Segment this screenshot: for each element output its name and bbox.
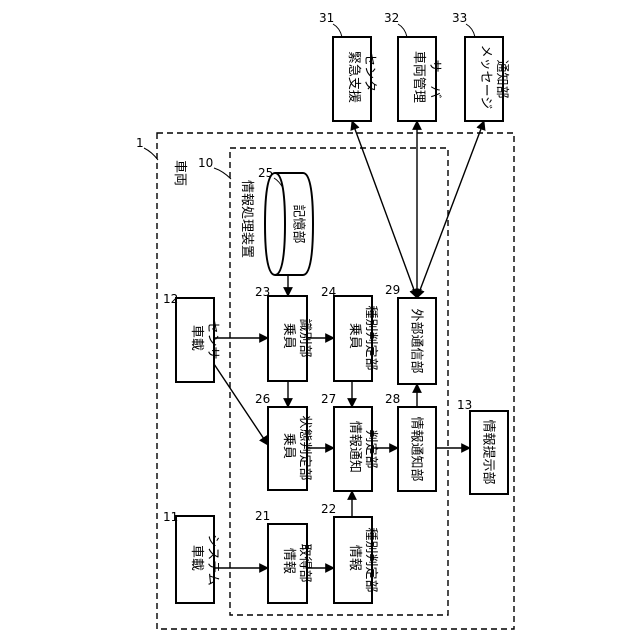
info-notify-label: 情報通知部 <box>408 416 424 481</box>
storage-label: 記憶部 <box>290 204 306 243</box>
vehicle-system-label-line2: システム <box>205 534 220 586</box>
ref-emergency-center-leader <box>333 24 342 37</box>
ext-comm-label: 外部通信部 <box>408 308 423 373</box>
occupant-id-block: 乗員 識別部 <box>268 296 312 381</box>
ref-occupant-type: 24 <box>321 285 336 299</box>
emergency-center-label-line2: センター <box>362 53 377 105</box>
info-presentation-label: 情報提示部 <box>480 419 496 484</box>
ref-device-leader <box>214 168 231 179</box>
fleet-server-label-line1: 車両管理 <box>411 51 426 103</box>
ref-info-type: 22 <box>321 502 336 516</box>
ref-vehicle-system: 11 <box>163 510 178 524</box>
vehicle-label: 車両 <box>172 160 187 186</box>
occupant-id-label-line2: 識別部 <box>297 318 312 357</box>
info-notify-block: 情報通知部 <box>398 407 436 491</box>
ref-message-notify-leader <box>466 24 475 37</box>
emergency-center-block: 緊急支援 センター <box>333 37 377 121</box>
emergency-center-label-line1: 緊急支援 <box>346 51 361 103</box>
storage-block: 記憶部 <box>265 173 313 275</box>
vehicle-sensor-block: 車載 センサ <box>176 298 220 382</box>
ref-occupant-id: 23 <box>255 285 270 299</box>
vehicle-system-label-line1: 車載 <box>189 545 204 571</box>
info-type-block: 情報 種別判定部 <box>334 517 379 603</box>
ref-vehicle-sensor: 12 <box>163 292 178 306</box>
ref-notify-judgment: 27 <box>321 392 336 406</box>
ref-fleet-server-leader <box>398 24 407 37</box>
occupant-type-label-line2: 種別判定部 <box>363 305 379 370</box>
notify-judgment-label-line1: 情報通知 <box>347 421 363 473</box>
info-acquisition-label-line1: 情報 <box>281 548 296 574</box>
info-type-label-line1: 情報 <box>347 545 362 571</box>
occupant-id-label-line1: 乗員 <box>281 323 296 349</box>
occupant-state-label-line1: 乗員 <box>281 433 296 459</box>
occupant-type-label-line1: 乗員 <box>347 323 362 349</box>
ref-vehicle: 1 <box>136 136 144 150</box>
info-acquisition-label-line2: 取得部 <box>297 543 313 582</box>
ref-info-acquisition: 21 <box>255 509 270 523</box>
vehicle-system-block: 車載 システム <box>176 516 220 603</box>
ref-emergency-center: 31 <box>319 11 334 25</box>
fleet-server-label-line2: サーバ <box>427 60 442 99</box>
vehicle-sensor-label-line1: 車載 <box>189 325 204 351</box>
ref-fleet-server: 32 <box>384 11 399 25</box>
ref-occupant-state: 26 <box>255 392 270 406</box>
info-acquisition-block: 情報 取得部 <box>268 524 313 603</box>
occupant-type-block: 乗員 種別判定部 <box>334 296 379 381</box>
vehicle-sensor-label: 車載 センサ <box>189 320 220 359</box>
notify-judgment-label-line2: 判定部 <box>363 429 378 468</box>
info-type-label-line2: 種別判定部 <box>363 527 379 592</box>
fleet-server-block: 車両管理 サーバ <box>398 37 442 121</box>
emergency-center-label: 緊急支援 センター <box>346 51 377 107</box>
message-notify-label-line2: 通知部 <box>494 59 510 98</box>
vehicle-sensor-label-line2: センサ <box>205 320 220 359</box>
ref-info-presentation: 13 <box>457 398 472 412</box>
occupant-state-block: 乗員 状態判定部 <box>268 407 313 490</box>
notify-judgment-label: 情報通知 判定部 <box>347 421 378 477</box>
occupant-state-label-line2: 状態判定部 <box>297 415 313 480</box>
ext-comm-block: 外部通信部 <box>398 298 436 384</box>
ref-message-notify: 33 <box>452 11 467 25</box>
ref-storage: 25 <box>258 166 273 180</box>
message-notify-block: メッセージ 通知部 <box>465 37 510 121</box>
ref-vehicle-leader <box>144 148 158 160</box>
ref-ext-comm: 29 <box>385 283 400 297</box>
info-presentation-block: 情報提示部 <box>470 411 508 494</box>
ref-info-notify: 28 <box>385 392 400 406</box>
occupant-id-label: 乗員 識別部 <box>281 318 312 357</box>
edge-extcomm-to-message <box>417 121 484 298</box>
device-label: 情報処理装置 <box>239 180 254 258</box>
fleet-server-label: 車両管理 サーバ <box>411 51 442 107</box>
message-notify-label-line1: メッセージ <box>478 45 493 110</box>
ref-device: 10 <box>198 156 213 170</box>
notify-judgment-block: 情報通知 判定部 <box>334 407 378 491</box>
